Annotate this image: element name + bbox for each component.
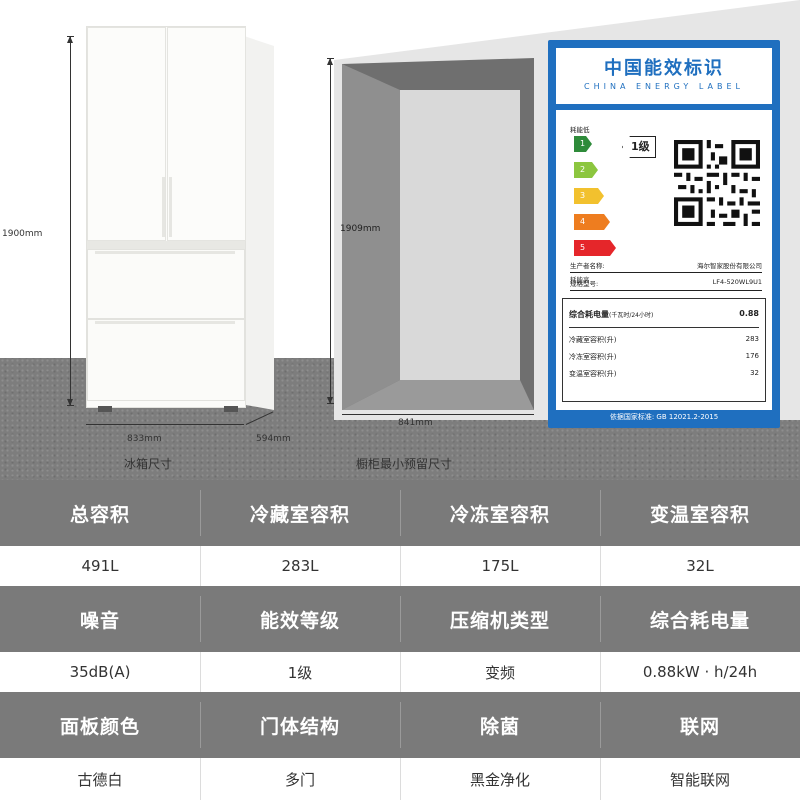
cabinet-width-label: 841mm bbox=[398, 418, 433, 428]
cabinet-recess-back bbox=[400, 90, 520, 380]
table-header-row: 噪音 能效等级 压缩机类型 综合耗电量 bbox=[0, 586, 800, 652]
fridge-width-dimension-line bbox=[86, 424, 244, 425]
table-header-cell: 面板颜色 bbox=[59, 715, 140, 738]
arrow-down-icon bbox=[67, 399, 73, 406]
grade-bar-5: 5 bbox=[574, 240, 616, 256]
spec-row-value: 176 bbox=[745, 352, 759, 360]
current-grade-badge: 1级 bbox=[622, 136, 656, 158]
producer-underline bbox=[570, 272, 762, 273]
spec-row: 冷冻室容积(升) 176 bbox=[569, 352, 759, 362]
product-dimension-illustration: 1900mm 833mm 594mm 冰箱尺寸 1909mm 841mm 橱柜最… bbox=[0, 0, 800, 480]
table-value-cell: 491L bbox=[81, 557, 119, 575]
model-row: 规格型号: LF4-520WL9U1 bbox=[570, 278, 762, 288]
table-value-cell: 智能联网 bbox=[600, 758, 800, 800]
left-door-handle bbox=[162, 177, 165, 237]
cabinet-height-dimension-line bbox=[327, 58, 334, 404]
table-value-cell: 175L bbox=[400, 546, 600, 586]
fridge-foot bbox=[224, 406, 238, 412]
arrow-up-icon bbox=[67, 36, 73, 43]
table-value-cell: 黑金净化 bbox=[400, 758, 600, 800]
table-value-cell: 多门 bbox=[200, 758, 400, 800]
fridge-height-dimension-line bbox=[67, 36, 74, 406]
cabinet-recess-side bbox=[342, 64, 400, 410]
grade-bar-1: 1 bbox=[574, 136, 592, 152]
table-header-cell: 综合耗电量 bbox=[600, 586, 800, 652]
fridge-size-caption: 冰箱尺寸 bbox=[124, 457, 173, 471]
spec-row-value: 283 bbox=[745, 335, 759, 343]
right-door-handle bbox=[169, 177, 172, 237]
spec-separator bbox=[569, 327, 759, 328]
table-header-cell: 冷冻室容积 bbox=[400, 480, 600, 546]
fridge-width-label: 833mm bbox=[127, 434, 162, 444]
table-header-row: 总容积 冷藏室容积 冷冻室容积 变温室容积 bbox=[0, 480, 800, 546]
table-value-row: 35dB(A) 1级 变频 0.88kW · h/24h bbox=[0, 652, 800, 692]
fridge-left-door bbox=[87, 27, 166, 241]
fridge-lower-drawer bbox=[87, 319, 245, 401]
cabinet-width-dimension-line bbox=[342, 414, 534, 415]
table-value-cell: 35dB(A) bbox=[69, 663, 131, 681]
energy-label-header: 中国能效标识 CHINA ENERGY LABEL bbox=[556, 48, 772, 104]
table-value-row: 古德白 多门 黑金净化 智能联网 bbox=[0, 758, 800, 800]
table-header-cell: 联网 bbox=[600, 692, 800, 758]
table-header-cell: 能效等级 bbox=[200, 586, 400, 652]
upper-drawer-handle bbox=[95, 251, 235, 254]
fridge-depth-label: 594mm bbox=[256, 434, 291, 444]
qr-code-icon bbox=[674, 140, 760, 226]
china-energy-label: 中国能效标识 CHINA ENERGY LABEL 耗能低 1 2 3 4 5 耗能高 … bbox=[548, 40, 780, 428]
table-header-cell: 变温室容积 bbox=[600, 480, 800, 546]
arrow-down-icon bbox=[327, 397, 333, 404]
cabinet-size-caption: 橱柜最小预留尺寸 bbox=[356, 457, 453, 471]
spec-row-label: 变温室容积(升) bbox=[569, 370, 617, 378]
grade-bar-4: 4 bbox=[574, 214, 610, 230]
table-value-cell: 0.88kW · h/24h bbox=[600, 652, 800, 692]
fridge-upper-drawer bbox=[87, 249, 245, 319]
table-value-cell: 变频 bbox=[400, 652, 600, 692]
model-underline bbox=[570, 290, 762, 291]
spec-row: 变温室容积(升) 32 bbox=[569, 369, 759, 379]
fridge-right-door bbox=[167, 27, 246, 241]
lower-drawer-handle bbox=[95, 321, 235, 324]
table-header-cell: 门体结构 bbox=[200, 692, 400, 758]
table-value-cell: 283L bbox=[200, 546, 400, 586]
table-value-row: 491L 283L 175L 32L bbox=[0, 546, 800, 586]
table-header-cell: 冷藏室容积 bbox=[200, 480, 400, 546]
energy-label-subtitle: CHINA ENERGY LABEL bbox=[584, 82, 744, 91]
fridge-image bbox=[86, 26, 246, 408]
spec-table: 总容积 冷藏室容积 冷冻室容积 变温室容积 491L 283L 175L 32L… bbox=[0, 480, 800, 800]
grade-bar-2: 2 bbox=[574, 162, 598, 178]
model-label: 规格型号: bbox=[570, 280, 599, 288]
spec-main-value: 0.88 bbox=[739, 309, 759, 318]
energy-label-footer: 依据国家标准: GB 12021.2-2015 bbox=[609, 413, 719, 421]
table-value-cell: 古德白 bbox=[77, 770, 123, 789]
cabinet-height-label: 1909mm bbox=[340, 224, 381, 234]
fridge-foot bbox=[98, 406, 112, 412]
table-header-cell: 压缩机类型 bbox=[400, 586, 600, 652]
table-value-cell: 1级 bbox=[200, 652, 400, 692]
table-header-row: 面板颜色 门体结构 除菌 联网 bbox=[0, 692, 800, 758]
producer-value: 海尔智家股份有限公司 bbox=[697, 262, 762, 270]
spec-row-label: 冷藏室容积(升) bbox=[569, 336, 617, 344]
energy-spec-box: 综合耗电量(千瓦时/24小时) 0.88 冷藏室容积(升) 283 冷冻室容积(… bbox=[562, 298, 766, 402]
fridge-divider bbox=[87, 241, 245, 249]
low-consumption-note: 耗能低 bbox=[570, 126, 590, 134]
producer-row: 生产者名称: 海尔智家股份有限公司 bbox=[570, 260, 762, 270]
fridge-height-label: 1900mm bbox=[2, 229, 43, 239]
high-consumption-note: 耗能高 bbox=[570, 276, 590, 284]
table-header-cell: 除菌 bbox=[400, 692, 600, 758]
arrow-up-icon bbox=[327, 58, 333, 65]
spec-main-label: 综合耗电量 bbox=[569, 310, 609, 319]
producer-label: 生产者名称: bbox=[570, 262, 605, 270]
spec-row: 冷藏室容积(升) 283 bbox=[569, 335, 759, 345]
model-value: LF4-520WL9U1 bbox=[712, 278, 762, 286]
spec-row-value: 32 bbox=[750, 369, 759, 377]
energy-label-body: 耗能低 1 2 3 4 5 耗能高 1级 bbox=[556, 110, 772, 410]
spec-main-row: 综合耗电量(千瓦时/24小时) 0.88 bbox=[569, 309, 759, 320]
energy-label-title: 中国能效标识 bbox=[604, 58, 724, 79]
table-header-cell: 噪音 bbox=[79, 609, 120, 632]
table-header-cell: 总容积 bbox=[69, 503, 130, 526]
table-value-cell: 32L bbox=[600, 546, 800, 586]
grade-bar-3: 3 bbox=[574, 188, 604, 204]
spec-row-label: 冷冻室容积(升) bbox=[569, 353, 617, 361]
spec-main-unit: (千瓦时/24小时) bbox=[609, 312, 654, 319]
